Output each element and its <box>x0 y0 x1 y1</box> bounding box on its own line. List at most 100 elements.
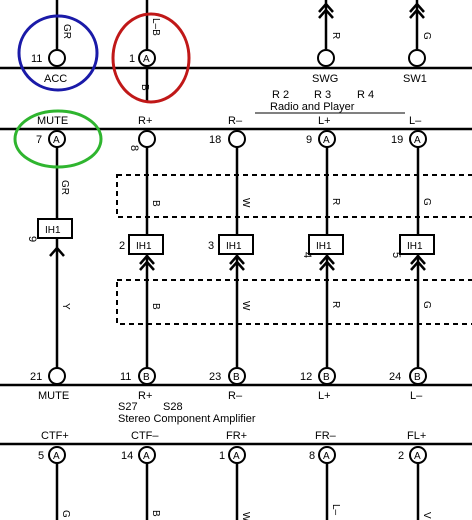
wire-mute-color: GR <box>59 180 70 195</box>
pin-amp-mute-number: 21 <box>30 371 42 383</box>
highlight-mute <box>13 109 103 169</box>
radio-rplus-label: R+ <box>138 115 152 127</box>
ih1-lplus-pin: 4 <box>301 252 313 258</box>
radio-ref-3: R 4 <box>357 89 374 101</box>
pin-radio-lminus-number: 19 <box>391 134 403 146</box>
ih1-box-lminus-label: IH1 <box>407 241 423 252</box>
pin-bottom-frp-letter: A <box>233 451 240 462</box>
radio-lminus-label: L– <box>409 115 422 127</box>
wire-rminus-color: W <box>240 198 251 208</box>
wire-rplus-color: B <box>150 200 161 207</box>
pin-sw1 <box>408 49 426 67</box>
bottom-frp-label: FR+ <box>226 430 247 442</box>
arrow-lplus-2 <box>319 260 335 271</box>
pin-lb-number: 1 <box>129 53 135 65</box>
ih1-rplus-pin: 2 <box>119 240 125 252</box>
wire-lplus-color: R <box>330 198 341 205</box>
pin-bottom-flp-number: 2 <box>398 450 404 462</box>
pin-amp-rplus-number: 11 <box>120 371 131 383</box>
wire-frm-color: L– <box>330 504 341 516</box>
highlight-acc <box>17 14 99 92</box>
pin-amp-rplus-letter: B <box>143 372 150 383</box>
wire-lminus-low-color: G <box>421 301 432 309</box>
pin-radio-lplus-letter: A <box>323 135 330 146</box>
pin-radio-lplus-number: 9 <box>306 134 312 146</box>
pin-bottom-flp-letter: A <box>414 451 421 462</box>
shield-box-lower <box>116 279 472 325</box>
pin-swg-label: SWG <box>312 73 338 85</box>
arrow-swg-2 <box>318 8 334 19</box>
wire-lplus-low-color: R <box>330 301 341 308</box>
bottom-flp-label: FL+ <box>407 430 426 442</box>
arrow-lminus <box>410 254 426 265</box>
pin-acc-number: 11 <box>31 53 42 65</box>
radio-ref-2: R 3 <box>314 89 331 101</box>
arrow-lplus <box>319 254 335 265</box>
radio-rminus-label: R– <box>228 115 243 127</box>
wire-swg-color: R <box>330 32 341 39</box>
bottom-frm-label: FR– <box>315 430 337 442</box>
amp-rminus-label: R– <box>228 390 243 402</box>
wire-lminus-color: G <box>421 198 432 206</box>
pin-amp-lminus-letter: B <box>414 372 421 383</box>
ih1-lminus-pin: 5 <box>390 252 402 258</box>
wire-frp-color: W <box>240 512 251 520</box>
pin-bottom-ctfm-number: 14 <box>121 450 133 462</box>
pin-radio-mute-number: 7 <box>36 134 42 146</box>
pin-lb-letter: A <box>143 54 150 65</box>
ih1-box-mute <box>37 218 73 239</box>
pin-bottom-frm-letter: A <box>323 451 330 462</box>
ih1-box-rminus-label: IH1 <box>226 241 242 252</box>
arrow-rplus <box>139 254 155 265</box>
radio-ref-1: R 2 <box>272 89 289 101</box>
ih1-box-lplus-label: IH1 <box>316 241 332 252</box>
arrow-sw1-2 <box>409 8 425 19</box>
pin-acc <box>48 49 66 67</box>
pin-amp-lplus-number: 12 <box>300 371 312 383</box>
pin-swg <box>317 49 335 67</box>
pin-bottom-frm-number: 8 <box>309 450 315 462</box>
highlight-lb <box>111 12 191 104</box>
pin-amp-rplus <box>138 367 156 385</box>
pin-amp-lplus-letter: B <box>323 372 330 383</box>
pin-lb <box>138 49 156 67</box>
pin-amp-lplus <box>318 367 336 385</box>
pin-bottom-ctfp-letter: A <box>53 451 60 462</box>
arrow-rplus-2 <box>139 260 155 271</box>
pin-amp-lminus <box>409 367 427 385</box>
arrow-swg <box>318 2 334 13</box>
ih1-box-rplus-label: IH1 <box>136 241 152 252</box>
arrow-mute <box>49 246 65 257</box>
pin-amp-lminus-number: 24 <box>389 371 401 383</box>
wire-sw1-color: G <box>421 32 432 40</box>
amp-ref-2: S28 <box>163 401 183 413</box>
ih1-rminus-pin: 3 <box>208 240 214 252</box>
wire-rplus-low-color: B <box>150 303 161 310</box>
bottom-ctfm-label: CTF– <box>131 430 159 442</box>
pin-radio-rplus-number: 8 <box>128 145 140 151</box>
shield-box-upper <box>116 174 472 218</box>
wire-rminus-low-color: W <box>240 301 251 311</box>
ih1-mute-pin: 9 <box>26 236 38 242</box>
wire-acc-color: GR <box>61 24 72 39</box>
pin-radio-lminus-letter: A <box>414 135 421 146</box>
arrow-rminus-2 <box>229 260 245 271</box>
pin-amp-rminus-letter: B <box>233 372 240 383</box>
amp-lminus-label: L– <box>410 390 423 402</box>
arrow-sw1 <box>409 2 425 13</box>
pin-radio-mute-letter: A <box>53 135 60 146</box>
pin-bottom-ctfm-letter: A <box>143 451 150 462</box>
pin-radio-rminus <box>228 130 246 148</box>
wire-lb-color: L–B <box>150 18 161 36</box>
ih1-box-mute-label: IH1 <box>45 225 61 236</box>
wire-lb-below-color: B <box>139 84 150 91</box>
radio-mute-label: MUTE <box>37 115 68 127</box>
pin-bottom-frp-number: 1 <box>219 450 225 462</box>
amp-ref-1: S27 <box>118 401 138 413</box>
radio-lplus-label: L+ <box>318 115 331 127</box>
pin-radio-rminus-number: 18 <box>209 134 221 146</box>
amp-title: Stereo Component Amplifier <box>118 413 256 425</box>
bottom-ctfp-label: CTF+ <box>41 430 69 442</box>
amp-mute-label: MUTE <box>38 390 69 402</box>
